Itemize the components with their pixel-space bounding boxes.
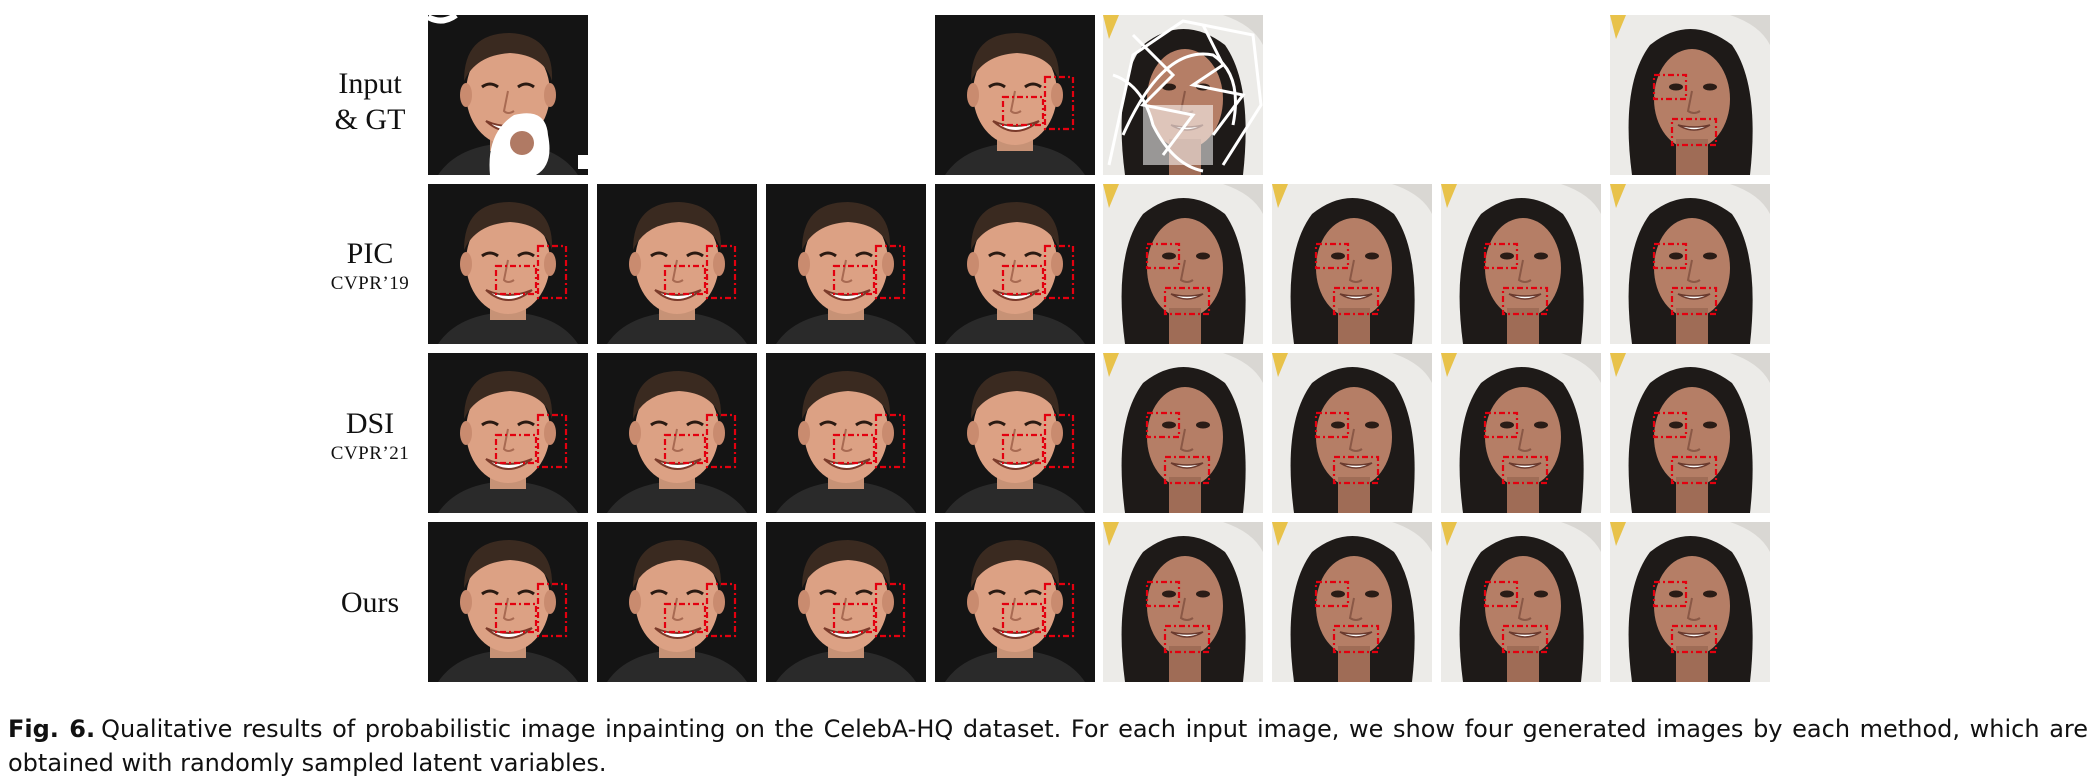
face-image-r0-c7 [1610,15,1770,175]
face-image-r1-c0 [428,184,588,344]
face-image-r3-c3 [935,522,1095,682]
row-label-pic: PIC CVPR’19 [300,236,440,296]
face-image-r3-c6 [1441,522,1601,682]
caption-text: Qualitative results of probabilistic ima… [8,715,2088,777]
row-label-pic-name: PIC [346,237,394,270]
face-image-r0-c0 [428,15,588,175]
face-image-r1-c7 [1610,184,1770,344]
row-label-input-line2: & GT [334,103,406,136]
face-image-r2-c4 [1103,353,1263,513]
face-image-r2-c7 [1610,353,1770,513]
face-image-r1-c2 [766,184,926,344]
row-label-input-line1: Input [338,67,402,100]
face-image-r1-c3 [935,184,1095,344]
row-label-pic-venue: CVPR’19 [330,273,410,294]
figure: Input & GT PIC CVPR’19 DSI CVPR’21 Ours [300,15,1770,682]
caption-label: Fig. 6. [8,715,96,743]
row-label-input: Input & GT [300,66,440,138]
figure-caption: Fig. 6.Qualitative results of probabilis… [8,712,2088,780]
face-image-r3-c2 [766,522,926,682]
face-image-r2-c1 [597,353,757,513]
face-image-r1-c4 [1103,184,1263,344]
face-image-r2-c3 [935,353,1095,513]
row-label-dsi: DSI CVPR’21 [300,406,440,466]
face-image-r2-c2 [766,353,926,513]
face-image-r0-c3 [935,15,1095,175]
face-image-r3-c7 [1610,522,1770,682]
face-image-r3-c0 [428,522,588,682]
face-image-r1-c1 [597,184,757,344]
face-image-r1-c6 [1441,184,1601,344]
row-label-dsi-name: DSI [345,407,395,440]
face-image-r2-c0 [428,353,588,513]
face-image-r2-c5 [1272,353,1432,513]
row-label-ours-name: Ours [340,586,400,619]
face-image-r3-c4 [1103,522,1263,682]
row-label-dsi-venue: CVPR’21 [330,443,410,464]
face-image-r3-c1 [597,522,757,682]
face-image-r1-c5 [1272,184,1432,344]
face-image-r3-c5 [1272,522,1432,682]
row-label-ours: Ours [300,585,440,621]
face-image-r2-c6 [1441,353,1601,513]
face-image-r0-c4 [1103,15,1263,175]
